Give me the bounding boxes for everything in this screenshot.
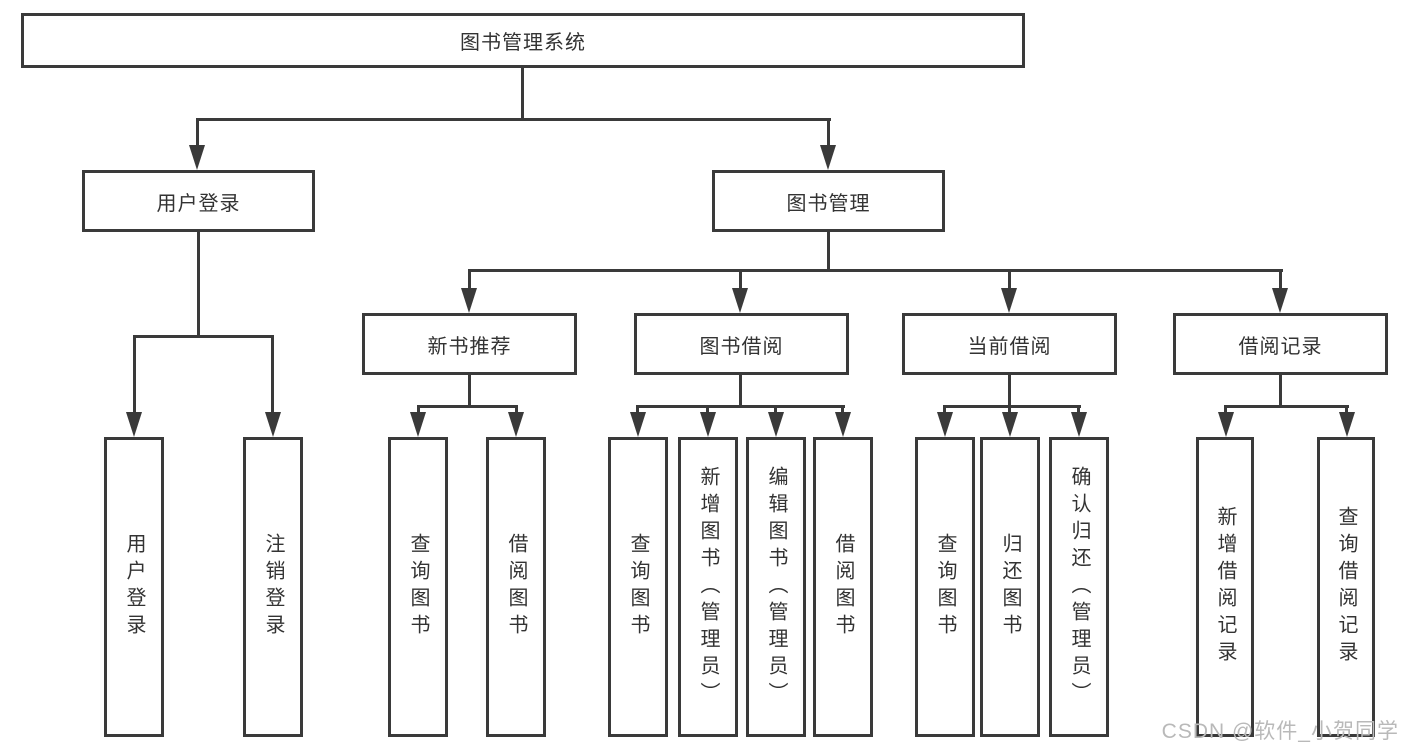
leaf-add-books-admin: 新增图书（管理员） xyxy=(678,437,738,737)
arrow-down-icon xyxy=(126,412,142,437)
connector-stub-leaf xyxy=(774,405,777,416)
arrow-down-icon xyxy=(1001,288,1017,313)
connector-stub-login-leaf xyxy=(133,335,136,415)
arrow-down-icon xyxy=(1002,412,1018,437)
connector-stub-book-borrow xyxy=(739,269,742,291)
connector-stub-logout-leaf xyxy=(271,335,274,415)
connector-root-distributor xyxy=(197,118,831,121)
leaf-borrow-books: 借阅图书 xyxy=(813,437,873,737)
arrow-down-icon xyxy=(700,412,716,437)
arrow-down-icon xyxy=(630,412,646,437)
connector-stub-leaf xyxy=(417,405,420,416)
leaf-query-books: 查询图书 xyxy=(388,437,448,737)
leaf-borrow-books: 借阅图书 xyxy=(486,437,546,737)
arrow-down-icon xyxy=(820,145,836,170)
connector-root-drop xyxy=(521,68,524,118)
connector-stub-leaf xyxy=(841,405,844,416)
connector-stub-new-books xyxy=(468,269,471,291)
connector-stub-leaf xyxy=(1345,405,1348,416)
arrow-down-icon xyxy=(1218,412,1234,437)
connector-stub-leaf xyxy=(706,405,709,416)
connector-book-distributor xyxy=(469,269,1283,272)
leaf-add-borrow-record: 新增借阅记录 xyxy=(1196,437,1254,737)
connector-book-drop xyxy=(827,232,830,272)
arrow-down-icon xyxy=(732,288,748,313)
arrow-down-icon xyxy=(768,412,784,437)
connector-borrow-distributor xyxy=(637,405,845,408)
node-user-login: 用户登录 xyxy=(82,170,315,232)
connector-records-distributor xyxy=(1225,405,1349,408)
node-borrow-records: 借阅记录 xyxy=(1173,313,1388,375)
arrow-down-icon xyxy=(508,412,524,437)
node-book-management: 图书管理 xyxy=(712,170,945,232)
leaf-query-borrow-record: 查询借阅记录 xyxy=(1317,437,1375,737)
leaf-user-login: 用户登录 xyxy=(104,437,164,737)
connector-stub-leaf xyxy=(636,405,639,416)
connector-new-distributor xyxy=(417,405,518,408)
arrow-down-icon xyxy=(1339,412,1355,437)
connector-records-drop xyxy=(1279,375,1282,408)
connector-stub-leaf xyxy=(1077,405,1080,416)
arrow-down-icon xyxy=(1272,288,1288,313)
connector-stub-leaf xyxy=(515,405,518,416)
node-current-borrowing: 当前借阅 xyxy=(902,313,1117,375)
leaf-query-books: 查询图书 xyxy=(915,437,975,737)
connector-stub-leaf xyxy=(1008,405,1011,416)
arrow-down-icon xyxy=(1071,412,1087,437)
arrow-down-icon xyxy=(265,412,281,437)
leaf-confirm-return-admin: 确认归还（管理员） xyxy=(1049,437,1109,737)
connector-user-drop xyxy=(197,232,200,338)
node-new-book-recommend: 新书推荐 xyxy=(362,313,577,375)
connector-current-distributor xyxy=(944,405,1081,408)
connector-user-distributor xyxy=(133,335,274,338)
connector-stub-records xyxy=(1279,269,1282,291)
arrow-down-icon xyxy=(937,412,953,437)
arrow-down-icon xyxy=(835,412,851,437)
arrow-down-icon xyxy=(189,145,205,170)
connector-stub-user-login xyxy=(196,118,199,148)
csdn-watermark: CSDN @软件_小贺同学 xyxy=(1161,720,1399,743)
leaf-edit-books-admin: 编辑图书（管理员） xyxy=(746,437,806,737)
arrow-down-icon xyxy=(461,288,477,313)
connector-stub-leaf xyxy=(1224,405,1227,416)
node-book-borrowing: 图书借阅 xyxy=(634,313,849,375)
connector-stub-current xyxy=(1008,269,1011,291)
connector-stub-leaf xyxy=(943,405,946,416)
connector-borrow-drop xyxy=(739,375,742,408)
leaf-return-books: 归还图书 xyxy=(980,437,1040,737)
leaf-logout: 注销登录 xyxy=(243,437,303,737)
connector-current-drop xyxy=(1008,375,1011,408)
connector-new-drop xyxy=(468,375,471,408)
connector-stub-book-mgmt xyxy=(827,118,830,148)
leaf-query-books: 查询图书 xyxy=(608,437,668,737)
arrow-down-icon xyxy=(410,412,426,437)
node-root-book-management-system: 图书管理系统 xyxy=(21,13,1025,68)
